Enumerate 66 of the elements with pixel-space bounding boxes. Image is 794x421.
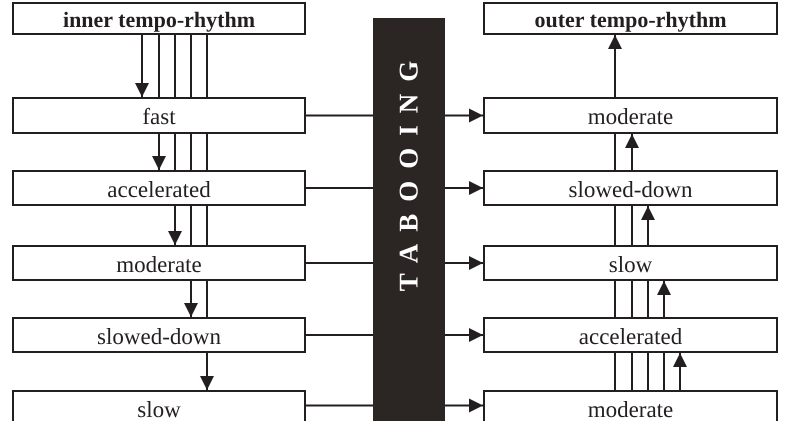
- connector-line: [647, 353, 649, 390]
- process-box: [12, 97, 306, 134]
- process-box: [12, 245, 306, 281]
- connector-line: [206, 206, 208, 245]
- process-box: [483, 245, 778, 281]
- connector-line: [206, 35, 208, 97]
- box-label: accelerated: [107, 176, 211, 204]
- box-label: fast: [142, 103, 176, 131]
- box-label: slowed-down: [568, 176, 692, 204]
- connector-line: [614, 134, 616, 170]
- heading-text: outer tempo-rhythm: [534, 6, 727, 33]
- process-box: [12, 390, 306, 421]
- connector-line: [174, 35, 176, 97]
- box-label: moderate: [116, 251, 202, 279]
- process-box: [12, 170, 306, 206]
- process-box: [483, 170, 778, 206]
- connector-line: [306, 114, 373, 116]
- box-label: slow: [137, 396, 181, 421]
- connector-line: [306, 334, 373, 336]
- connector-line: [631, 206, 633, 245]
- connector-line: [306, 187, 373, 189]
- process-box: [483, 390, 778, 421]
- connector-line: [631, 353, 633, 390]
- arrow: [152, 134, 166, 170]
- box-label: moderate: [588, 103, 674, 131]
- arrow: [673, 353, 687, 390]
- connector-line: [663, 353, 665, 390]
- tabooing-band: [373, 18, 445, 421]
- connector-line: [631, 281, 633, 317]
- connector-line: [190, 206, 192, 245]
- connector-line: [614, 206, 616, 245]
- band-label: TABOOING: [396, 48, 422, 292]
- arrow: [625, 134, 639, 170]
- arrow: [608, 35, 622, 97]
- arrow: [445, 108, 483, 122]
- arrow: [657, 281, 671, 317]
- arrow: [168, 206, 182, 245]
- arrow: [200, 353, 214, 390]
- arrow: [184, 281, 198, 317]
- connector-line: [614, 353, 616, 390]
- heading-text: inner tempo-rhythm: [62, 6, 256, 33]
- connector-line: [206, 281, 208, 317]
- connector-line: [306, 262, 373, 264]
- box-label: accelerated: [578, 323, 682, 351]
- process-box: [483, 97, 778, 134]
- arrow: [641, 206, 655, 245]
- box-label: slow: [608, 251, 652, 279]
- connector-line: [190, 35, 192, 97]
- box-label: moderate: [588, 396, 674, 421]
- process-box: [483, 317, 778, 353]
- process-box: [12, 317, 306, 353]
- connector-line: [614, 281, 616, 317]
- arrow: [445, 181, 483, 195]
- connector-line: [206, 134, 208, 170]
- connector-line: [306, 404, 373, 406]
- connector-line: [190, 134, 192, 170]
- arrow: [445, 398, 483, 412]
- arrow: [445, 328, 483, 342]
- connector-line: [158, 35, 160, 97]
- connector-line: [174, 134, 176, 170]
- heading-box: [483, 2, 778, 35]
- box-label: slowed-down: [97, 323, 221, 351]
- connector-line: [647, 281, 649, 317]
- arrow: [445, 256, 483, 270]
- heading-box: [12, 2, 306, 35]
- arrow: [135, 35, 149, 97]
